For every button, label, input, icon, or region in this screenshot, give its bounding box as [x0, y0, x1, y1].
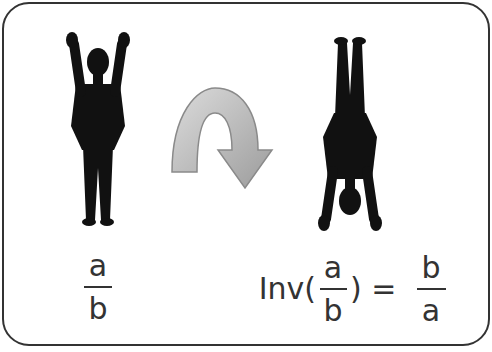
standing-figure: [66, 32, 130, 226]
curved-arrow: [172, 88, 272, 188]
fraction-bar: [84, 286, 112, 288]
math-symbol: b: [421, 253, 440, 283]
inverted-figure: [318, 37, 382, 231]
frame: [3, 3, 489, 345]
math-symbol: a: [89, 251, 107, 281]
math-symbol: a: [324, 253, 342, 283]
math-symbol: ) =: [350, 274, 396, 304]
math-symbol: Inv(: [259, 274, 316, 304]
math-symbol: b: [88, 294, 107, 324]
math-symbol: b: [323, 296, 342, 326]
math-symbol: a: [422, 296, 440, 326]
fraction-bar: [417, 288, 446, 290]
fraction-bar: [320, 288, 347, 290]
